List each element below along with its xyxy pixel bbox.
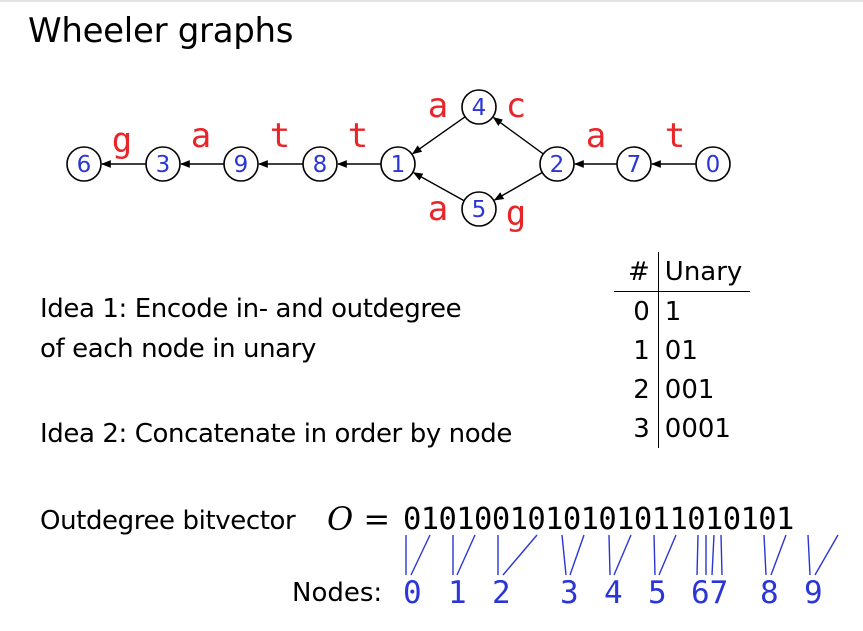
node-label: 3 xyxy=(156,152,171,178)
row-number: 1 xyxy=(633,335,650,366)
row-unary: 001 xyxy=(657,370,751,409)
node-5: 5 xyxy=(461,191,497,227)
edge-4-1 xyxy=(411,116,466,155)
connector-tick xyxy=(613,534,632,576)
connector-tick xyxy=(711,534,715,576)
edge-5-1 xyxy=(412,172,465,202)
node-number: 3 xyxy=(560,575,579,611)
node-circle xyxy=(616,146,652,182)
edge-label-0-7: t xyxy=(665,116,685,156)
node-7: 7 xyxy=(616,146,652,182)
node-0: 0 xyxy=(695,146,731,182)
node-label: 9 xyxy=(234,152,249,178)
connector-tick xyxy=(720,534,723,576)
node-8: 8 xyxy=(302,146,338,182)
bitvector-equation: O = xyxy=(327,500,390,538)
node-number: 8 xyxy=(760,575,779,611)
node-label: 4 xyxy=(472,95,487,121)
unary-table: # Unary 0 1 1 01 2 001 3 0001 xyxy=(614,252,751,448)
idea-1-line-2: of each node in unary xyxy=(40,334,316,364)
connector-tick xyxy=(456,534,476,576)
node-label: 0 xyxy=(706,152,721,178)
idea-1-line-1: Idea 1: Encode in- and outdegree xyxy=(40,294,462,324)
edge-label-2-4: c xyxy=(506,86,526,126)
connector-tick xyxy=(696,534,699,576)
bitvector-label: Outdegree bitvector xyxy=(40,506,296,536)
bitvector-bits: 0101001010101011010101 xyxy=(403,502,794,537)
table-row: 0 1 xyxy=(614,291,751,331)
node-label: 2 xyxy=(550,152,565,178)
idea-2: Idea 2: Concatenate in order by node xyxy=(40,419,512,449)
table-row: 3 0001 xyxy=(614,409,751,448)
edge-label-7-2: a xyxy=(586,116,606,156)
row-unary: 01 xyxy=(657,331,751,370)
edge-label-5-1: a xyxy=(428,189,448,229)
connector-tick xyxy=(561,534,567,576)
node-number: 67 xyxy=(691,575,729,611)
top-rule xyxy=(0,0,863,2)
node-label: 1 xyxy=(391,152,406,178)
header-number: # xyxy=(614,252,659,292)
node-3: 3 xyxy=(145,146,181,182)
node-number: 2 xyxy=(492,575,511,611)
edge-label-2-5: g xyxy=(506,194,526,234)
row-unary: 1 xyxy=(657,291,751,331)
connector-tick xyxy=(653,534,656,576)
edge-label-9-3: a xyxy=(191,116,211,156)
edge-label-8-9: t xyxy=(270,116,290,156)
node-circle xyxy=(461,191,497,227)
node-circle xyxy=(302,146,338,182)
node-circle xyxy=(461,89,497,125)
node-label: 6 xyxy=(77,152,92,178)
bitvector-symbol: O xyxy=(327,500,354,538)
node-circle xyxy=(145,146,181,182)
node-number: 0 xyxy=(403,575,422,611)
table-row: 2 001 xyxy=(614,370,751,409)
node-circle xyxy=(223,146,259,182)
connector-tick xyxy=(763,534,767,576)
node-circle xyxy=(380,146,416,182)
node-label: 5 xyxy=(472,197,487,223)
unary-table-header: # Unary xyxy=(614,252,751,292)
connector-tick xyxy=(569,534,585,576)
node-9: 9 xyxy=(223,146,259,182)
row-unary: 0001 xyxy=(657,409,751,448)
equals-sign: = xyxy=(363,500,391,538)
header-unary: Unary xyxy=(657,252,751,292)
row-number: 3 xyxy=(633,413,650,444)
connector-tick xyxy=(807,534,811,576)
node-circle xyxy=(66,146,102,182)
edge-label-4-1: a xyxy=(428,86,448,126)
node-circle xyxy=(695,146,731,182)
connector-tick xyxy=(502,534,538,576)
node-number: 5 xyxy=(648,575,667,611)
node-number: 9 xyxy=(804,575,823,611)
edge-2-4 xyxy=(492,117,544,155)
wheeler-graph: t a c g a a t t a g 6 3 9 8 1 4 5 2 7 0 xyxy=(66,86,731,234)
node-label: 7 xyxy=(627,152,642,178)
node-2: 2 xyxy=(539,146,575,182)
edge-2-5 xyxy=(493,171,543,201)
nodes-label: Nodes: xyxy=(292,578,383,608)
row-number: 0 xyxy=(633,296,650,327)
node-1: 1 xyxy=(380,146,416,182)
edge-label-3-6: g xyxy=(112,121,132,161)
connector-tick xyxy=(814,534,839,576)
node-circle xyxy=(539,146,575,182)
row-number: 2 xyxy=(633,374,650,405)
edge-label-1-8: t xyxy=(348,116,368,156)
connector-tick xyxy=(608,534,611,576)
node-label: 8 xyxy=(313,152,328,178)
table-row: 1 01 xyxy=(614,331,751,370)
connector-tick xyxy=(770,534,787,576)
node-4: 4 xyxy=(461,89,497,125)
node-6: 6 xyxy=(66,146,102,182)
connector-tick xyxy=(410,534,431,576)
slide-title: Wheeler graphs xyxy=(28,11,294,51)
node-number: 4 xyxy=(604,575,623,611)
connector-tick xyxy=(658,534,677,576)
node-number: 1 xyxy=(448,575,467,611)
